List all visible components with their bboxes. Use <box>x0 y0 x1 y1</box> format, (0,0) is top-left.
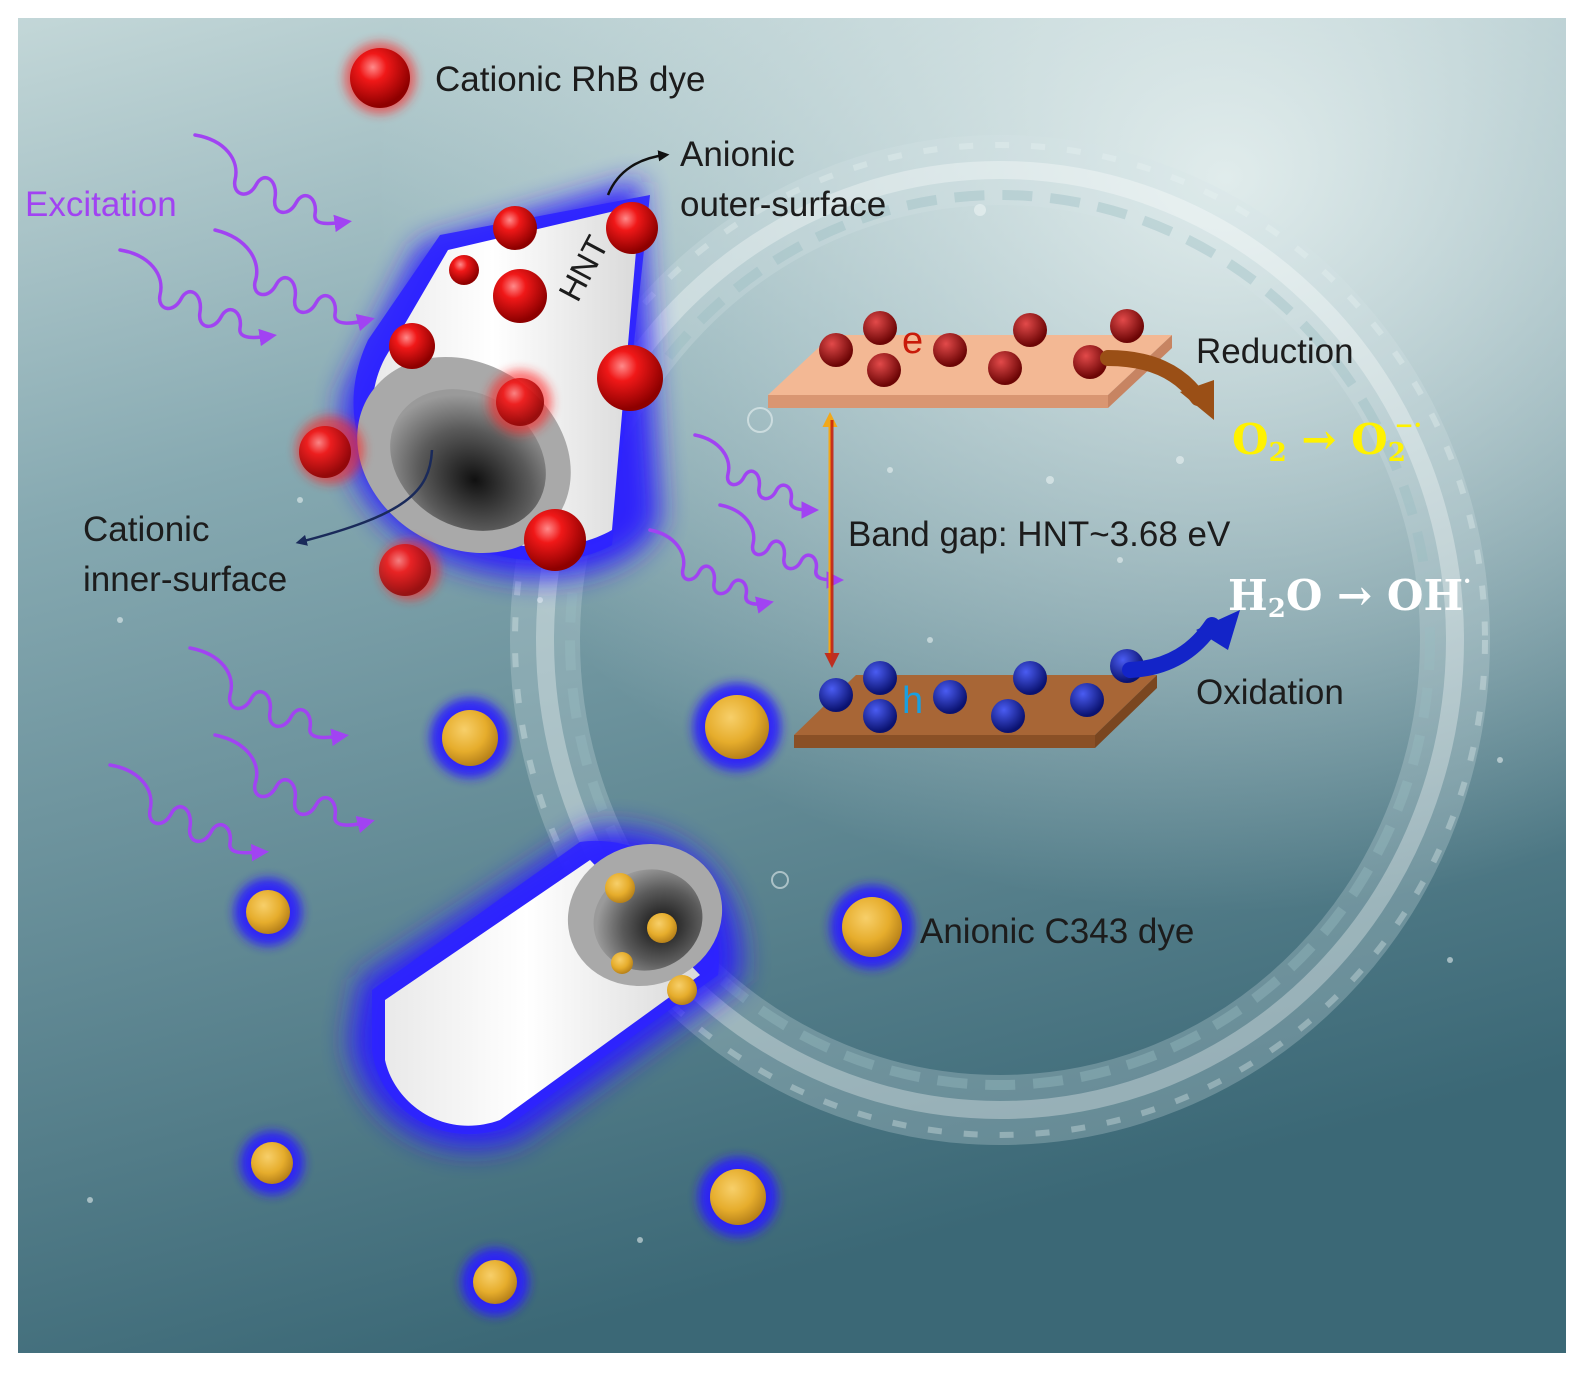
oxidation-eq-arrow: → <box>1337 570 1373 620</box>
water-ring <box>510 135 1490 1145</box>
inner-surface-pointer <box>295 449 434 546</box>
light-haze <box>18 18 1566 1353</box>
c343-dye-label: Anionic C343 dye <box>920 912 1195 951</box>
band-gap-arrow <box>822 412 840 668</box>
reduction-eq-rhs: O <box>1351 414 1388 464</box>
band-gap-label: Band gap: HNT~3.68 eV <box>848 515 1231 554</box>
oxidation-arrow <box>1122 610 1240 678</box>
conduction-band <box>768 335 1172 408</box>
inner-c343-dye-particles <box>605 873 697 1005</box>
reduction-arrow <box>1100 350 1214 420</box>
cationic-inner-label: Cationic <box>83 510 210 549</box>
c343-dye-particles <box>234 683 914 1316</box>
reduction-eq-lhs: O <box>1232 414 1269 464</box>
reduction-equation: O2 → O2−· <box>1232 412 1422 468</box>
hole-label: h <box>902 680 924 722</box>
excitation-arrows <box>108 133 844 862</box>
oxidation-eq-rhs-sup: · <box>1463 568 1472 595</box>
rhb-dye-label: Cationic RhB dye <box>435 60 706 99</box>
oxidation-eq-rhs: OH <box>1386 570 1464 620</box>
oxidation-label: Oxidation <box>1196 673 1344 712</box>
oxidation-equation: H2O → OH· <box>1228 568 1471 624</box>
hnt-tube-c343 <box>350 828 741 1149</box>
anionic-outer-label-2: outer-surface <box>680 185 887 224</box>
oxidation-eq-lhs-sub: 2 <box>1267 594 1286 625</box>
excitation-label: Excitation <box>25 185 177 224</box>
electron-label: e <box>902 320 924 362</box>
reduction-eq-arrow: → <box>1301 414 1337 464</box>
rhb-dye-particles <box>296 42 663 600</box>
reduction-eq-rhs-sub: 2 <box>1387 438 1406 469</box>
oxidation-eq-lhs: H <box>1228 570 1268 620</box>
bubbles <box>87 204 1503 1243</box>
electron-particles <box>819 309 1144 387</box>
reduction-eq-rhs-sup: −· <box>1394 412 1422 439</box>
cationic-inner-label-2: inner-surface <box>83 560 288 599</box>
reduction-label: Reduction <box>1196 332 1354 371</box>
hole-particles <box>819 649 1144 733</box>
reduction-eq-lhs-sub: 2 <box>1268 438 1287 469</box>
oxidation-eq-lhs-tail: O <box>1285 570 1323 620</box>
anionic-outer-label: Anionic <box>680 135 795 174</box>
outer-surface-pointer <box>606 150 670 196</box>
